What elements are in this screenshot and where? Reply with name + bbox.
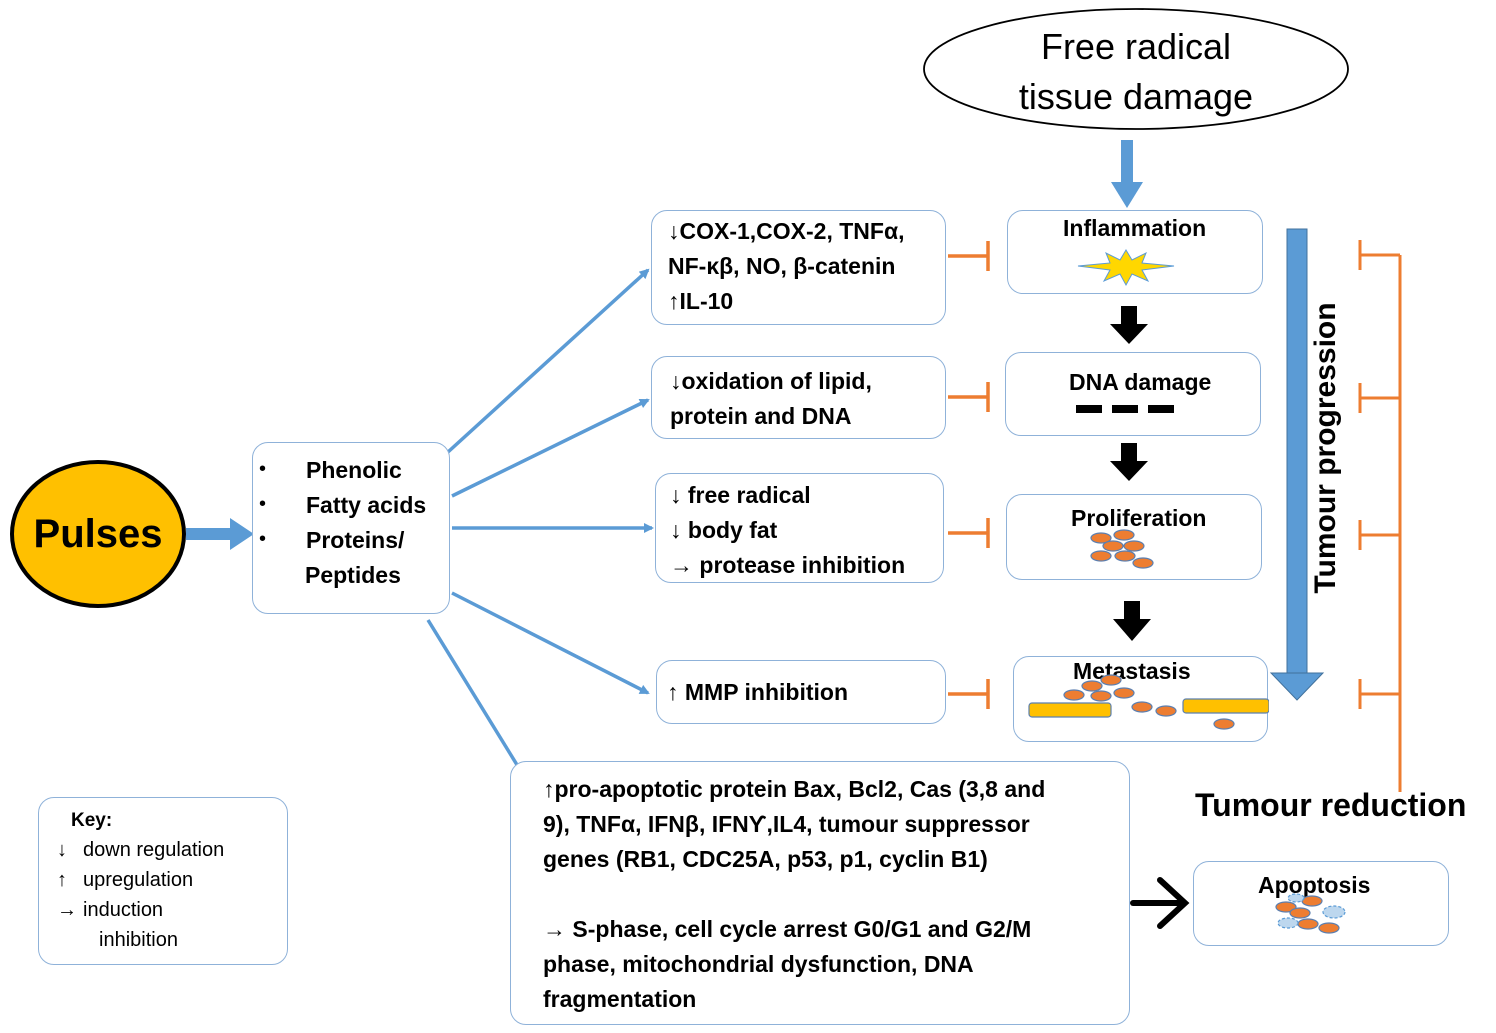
free-radical-arrow — [1111, 140, 1143, 208]
arrow-to-inflammation-effect — [435, 268, 650, 464]
arrow-to-metastasis-effect — [451, 591, 650, 695]
components-box: • Phenolic • Fatty acids • Proteins/ Pep… — [252, 442, 450, 614]
apoptosis-arrow — [1130, 877, 1190, 929]
pulses-arrow — [186, 518, 254, 550]
apoptotic-cells-icon — [1275, 893, 1346, 934]
effect-proliferation-line-1: ↓ free radical — [670, 482, 811, 508]
key-box: Key: ↓ down regulation ↑ upregulation → ind… — [38, 797, 288, 965]
key-down-label: down regulation — [83, 839, 225, 861]
key-up-label: upregulation — [83, 869, 194, 891]
arrow-to-dna-effect — [451, 398, 650, 498]
effect-box-proliferation: ↓ free radical ↓ body fat → protease inh… — [655, 473, 944, 583]
stage-box-inflammation: Inflammation — [1007, 210, 1263, 294]
effect-inflammation-line-1: ↓COX-1,COX-2, TNFα, — [668, 218, 905, 244]
pulses-label: Pulses — [33, 512, 163, 556]
key-item-induction: → induction — [57, 899, 163, 922]
component-peptides: Peptides — [305, 562, 401, 588]
effect-apoptosis-line-6: phase, mitochondrial dysfunction, DNA — [543, 951, 974, 977]
broken-dna-icon — [1076, 405, 1174, 413]
inhibition-marker-dna — [948, 382, 990, 412]
stage-metastasis-label: Metastasis — [1073, 658, 1191, 684]
bullet-3: • — [259, 528, 267, 550]
effect-apoptosis-line-7: fragmentation — [543, 986, 697, 1012]
key-down-symbol: ↓ — [57, 839, 67, 861]
inhibition-marker-inflammation — [948, 241, 990, 271]
tumour-reduction-label: Tumour reduction — [1195, 787, 1467, 823]
component-proteins: Proteins/ — [306, 527, 405, 553]
tumour-progression-label: Tumour progression — [1309, 302, 1342, 594]
bullet-2: • — [259, 493, 267, 515]
key-title: Key: — [71, 810, 113, 831]
effect-box-apoptosis: ↑pro-apoptotic protein Bax, Bcl2, Cas (3… — [510, 761, 1130, 1025]
effect-apoptosis-line-1: ↑pro-apoptotic protein Bax, Bcl2, Cas (3… — [543, 776, 1046, 802]
inhibition-marker-metastasis — [948, 679, 990, 709]
tumour-progression-arrow — [1269, 228, 1325, 701]
effect-dna-line-1: ↓oxidation of lipid, — [670, 368, 872, 394]
key-induction-label: induction — [83, 899, 164, 921]
effect-inflammation-line-2: NF-κβ, NO, β-catenin — [668, 253, 896, 279]
effect-box-metastasis: ↑ MMP inhibition — [656, 660, 946, 724]
effect-apoptosis-line-4 — [543, 877, 1129, 912]
free-radical-line-2: tissue damage — [1018, 76, 1254, 117]
key-item-inhibition: inhibition — [83, 929, 178, 952]
metastasis-cells-icon — [1028, 674, 1269, 730]
effect-apoptosis-line-5: → S-phase, cell cycle arrest G0/G1 and G… — [543, 916, 1032, 942]
stage-inflammation-label: Inflammation — [1063, 215, 1207, 241]
pulses-ellipse — [10, 460, 186, 608]
effect-proliferation-line-2: ↓ body fat — [670, 517, 778, 543]
tumour-reduction-bracket — [1358, 240, 1402, 792]
inhibition-marker-proliferation — [948, 518, 990, 548]
key-induction-symbol: → — [57, 899, 77, 921]
stage-apoptosis-label: Apoptosis — [1258, 872, 1371, 898]
effect-metastasis-line-1: ↑ MMP inhibition — [667, 679, 848, 705]
key-item-down: ↓ down regulation — [57, 839, 224, 862]
effect-proliferation-line-3: → protease inhibition — [670, 552, 906, 578]
key-inhibition-label: inhibition — [99, 929, 178, 951]
effect-box-dna: ↓oxidation of lipid, protein and DNA — [651, 356, 946, 439]
component-fatty-acids: Fatty acids — [306, 492, 427, 518]
key-item-up: ↑ upregulation — [57, 869, 193, 892]
stage-box-metastasis: Metastasis — [1013, 656, 1269, 742]
stage-box-dna-damage: DNA damage — [1005, 352, 1261, 436]
stage-dna-damage-label: DNA damage — [1069, 369, 1212, 395]
stage-box-apoptosis: Apoptosis — [1193, 861, 1449, 946]
blood-vessel-left — [1028, 702, 1112, 718]
free-radical-line-1: Free radical — [1040, 26, 1232, 67]
proliferating-cells-icon — [1090, 529, 1154, 569]
free-radical-ellipse — [923, 8, 1349, 130]
stage-proliferation-label: Proliferation — [1071, 505, 1207, 531]
stage-box-proliferation: Proliferation — [1006, 494, 1262, 580]
stage-arrow-3 — [1113, 601, 1151, 641]
effect-apoptosis-line-2: 9), TNFα, IFNβ, IFNϒ,IL4, tumour suppres… — [543, 811, 1030, 837]
effect-apoptosis-line-3: genes (RB1, CDC25A, p53, p1, cyclin B1) — [543, 846, 988, 872]
blood-vessel-right — [1182, 698, 1269, 714]
inflammation-star-icon — [1077, 249, 1175, 287]
component-phenolic: Phenolic — [306, 457, 402, 483]
bullet-1: • — [259, 458, 267, 480]
effect-inflammation-line-3: ↑IL-10 — [668, 288, 734, 314]
effect-box-inflammation: ↓COX-1,COX-2, TNFα, NF-κβ, NO, β-catenin… — [651, 210, 946, 325]
arrow-to-apoptosis-effect — [426, 619, 524, 775]
stage-arrow-1 — [1110, 306, 1148, 344]
free-radical-label: Free radical tissue damage — [923, 22, 1349, 122]
stage-arrow-2 — [1110, 443, 1148, 481]
effect-dna-line-2: protein and DNA — [670, 403, 852, 429]
key-up-symbol: ↑ — [57, 869, 67, 891]
